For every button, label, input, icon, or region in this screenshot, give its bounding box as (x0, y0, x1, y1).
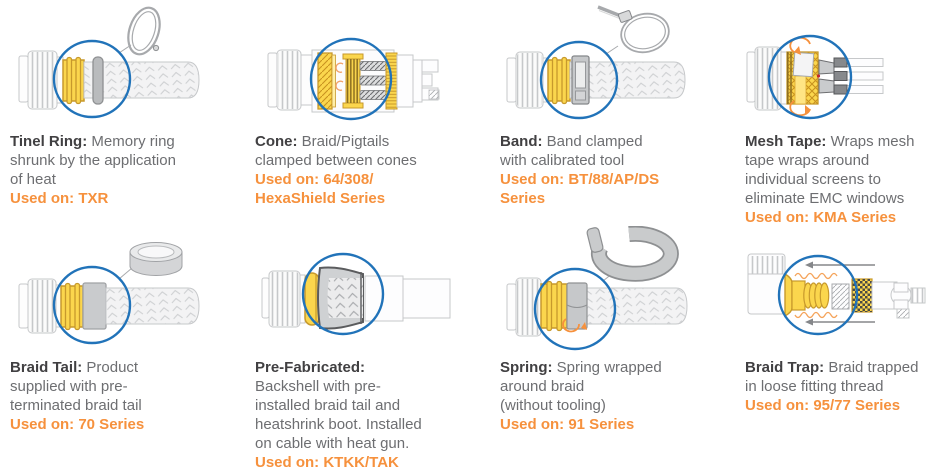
method-card-cone: Cone: Braid/Pigtails clamped between con… (245, 0, 490, 226)
orange-wave-icon (794, 272, 838, 280)
spring-on-braid (566, 282, 588, 330)
magnifier-circle-icon (533, 267, 617, 351)
method-card-band: Band: Band clamped with calibrated tool … (490, 0, 735, 226)
method-card-mesh-tape: Mesh Tape: Wraps mesh tape wraps around … (735, 0, 940, 226)
orange-squiggle-icon (335, 62, 344, 91)
method-used-on: Used on: KTKK/TAK (255, 454, 399, 471)
method-used-on: Used on: 95/77 Series (745, 397, 901, 414)
method-description: Band: Band clamped with calibrated tool (500, 132, 727, 170)
braid-trap-illustration (735, 226, 940, 356)
method-description: Braid Tail: Product supplied with pre- t… (10, 358, 237, 415)
spring-band-icon (586, 226, 679, 282)
connector-drawing (746, 36, 884, 117)
magnifier-circle-icon (52, 39, 132, 119)
method-description: Braid Trap: Braid trapped in loose fitti… (745, 358, 932, 396)
method-card-spring: Spring: Spring wrapped around braid (wit… (490, 226, 735, 472)
pre-fabricated-illustration (245, 226, 490, 356)
method-used-on: Used on: KMA Series (745, 209, 897, 226)
method-body: Product supplied with pre- terminated br… (10, 359, 142, 414)
tinel-ring-illustration (0, 0, 245, 130)
method-body: Braid trapped in loose fitting thread (745, 359, 919, 395)
method-card-pre-fabricated: Pre-Fabricated: Backshell with pre- inst… (245, 226, 490, 472)
magnifier-circle-icon (52, 265, 132, 345)
method-title: Cone: (255, 133, 298, 150)
method-body: Band clamped with calibrated tool (500, 133, 643, 169)
method-title: Braid Trap: (745, 359, 825, 376)
magnifier-circle-icon (301, 252, 385, 336)
method-card-braid-trap: Braid Trap: Braid trapped in loose fitti… (735, 226, 940, 472)
connector-drawing (506, 51, 686, 109)
connector-cutaway-drawing (267, 49, 440, 113)
connector-drawing (18, 278, 200, 334)
band-illustration (490, 0, 735, 130)
method-title: Tinel Ring: (10, 133, 88, 150)
tinel-ring-icon (118, 6, 161, 56)
magnifier-circle-icon (539, 40, 619, 120)
method-used-on: Used on: BT/88/AP/DS Series (500, 171, 660, 207)
method-description: Tinel Ring: Memory ring shrunk by the ap… (10, 132, 237, 189)
method-title: Band: (500, 133, 543, 150)
method-description: Cone: Braid/Pigtails clamped between con… (255, 132, 482, 170)
mesh-tape-illustration (735, 0, 940, 130)
connector-drawing (18, 50, 200, 110)
braid-tail-ring-icon (118, 242, 183, 280)
orange-wave-icon (794, 311, 838, 319)
method-used-on: Used on: 70 Series (10, 416, 145, 433)
method-used-on: Used on: 91 Series (500, 416, 635, 433)
connector-drawing (261, 266, 451, 330)
band-tie-icon (597, 5, 670, 55)
method-used-on: Used on: TXR (10, 190, 109, 207)
screened-cables (833, 57, 884, 95)
method-title: Mesh Tape: (745, 133, 827, 150)
method-title: Spring: (500, 359, 553, 376)
method-description: Spring: Spring wrapped around braid (wit… (500, 358, 727, 415)
method-card-tinel-ring: Tinel Ring: Memory ring shrunk by the ap… (0, 0, 245, 226)
thread-coil (803, 282, 830, 309)
method-description: Mesh Tape: Wraps mesh tape wraps around … (745, 132, 932, 208)
band-clamp (571, 55, 590, 105)
method-body: Spring wrapped around braid (without too… (500, 359, 662, 414)
method-title: Pre-Fabricated: (255, 359, 366, 376)
method-used-on: Used on: 64/308/ HexaShield Series (255, 171, 386, 207)
braid-tail-illustration (0, 226, 245, 356)
wrap-arrow-icon (562, 318, 580, 333)
method-body: Memory ring shrunk by the application of… (10, 133, 176, 188)
connector-exploded-drawing (747, 253, 926, 326)
connector-drawing (506, 277, 688, 337)
cone-illustration (245, 0, 490, 130)
magnifier-circle-icon (767, 34, 853, 120)
method-body: Wraps mesh tape wraps around individual … (745, 133, 915, 207)
method-body: Backshell with pre- installed braid tail… (255, 378, 422, 452)
spring-illustration (490, 226, 735, 356)
method-title: Braid Tail: (10, 359, 83, 376)
heatshrink-boot (317, 266, 364, 330)
magnifier-circle-icon (777, 254, 859, 336)
pigtail-wires (359, 61, 387, 100)
method-body: Braid/Pigtails clamped between cones (255, 133, 417, 169)
mesh-tape-piece (792, 51, 815, 78)
method-card-braid-tail: Braid Tail: Product supplied with pre- t… (0, 226, 245, 472)
magnifier-circle-icon (309, 37, 393, 121)
method-description: Pre-Fabricated: Backshell with pre- inst… (255, 358, 482, 453)
